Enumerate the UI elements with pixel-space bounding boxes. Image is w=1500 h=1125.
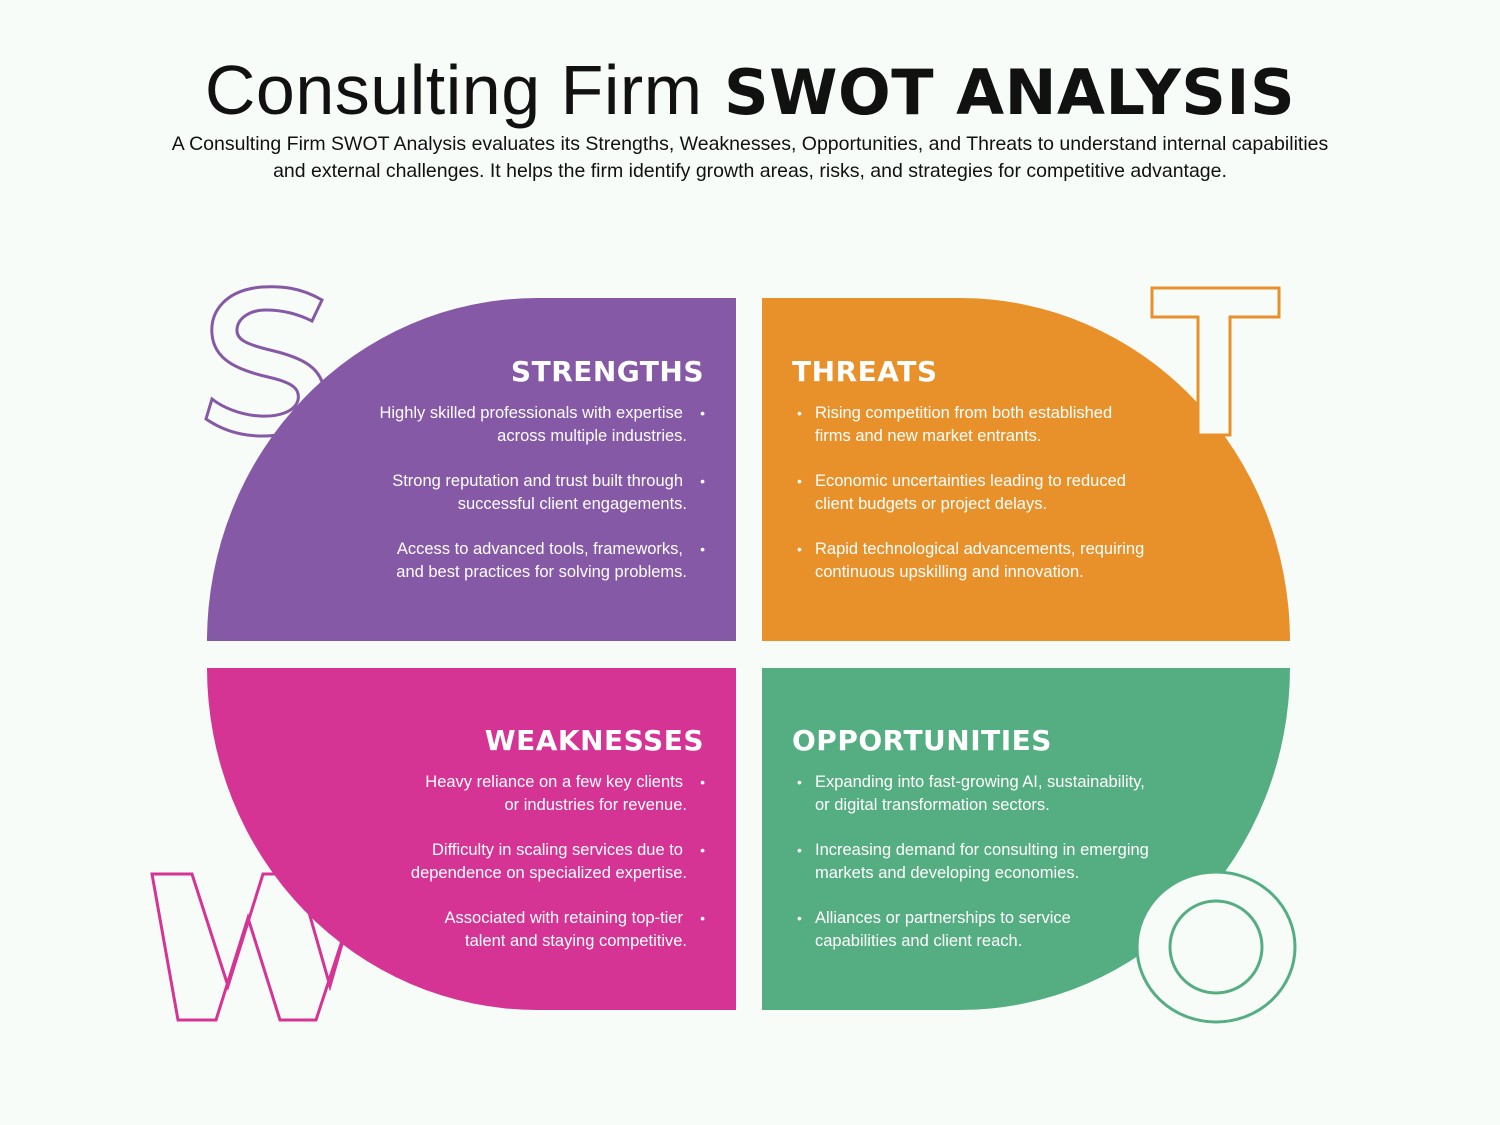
list-item: Alliances or partnerships to servicecapa…: [797, 907, 1149, 953]
list-item: Expanding into fast-growing AI, sustaina…: [797, 771, 1149, 817]
opportunities-heading: OPPORTUNITIES: [792, 724, 1052, 757]
title-bold: SWOT ANALYSIS: [724, 56, 1296, 129]
list-item: Rapid technological advancements, requir…: [797, 538, 1144, 584]
letter-s-outline-icon: [204, 285, 326, 438]
list-item: Rising competition from both established…: [797, 402, 1144, 448]
strengths-heading: STRENGTHS: [510, 355, 704, 388]
list-item: Strong reputation and trust built throug…: [379, 470, 704, 516]
list-item: Economic uncertainties leading to reduce…: [797, 470, 1144, 516]
subtitle-line-1: A Consulting Firm SWOT Analysis evaluate…: [171, 133, 1329, 155]
opportunities-list: Expanding into fast-growing AI, sustaina…: [797, 771, 1149, 975]
opportunities-quadrant: OPPORTUNITIES Expanding into fast-growin…: [762, 668, 1290, 1010]
strengths-list: Highly skilled professionals with expert…: [379, 402, 704, 606]
list-item: Highly skilled professionals with expert…: [379, 402, 704, 448]
letter-t-outline-icon: [1150, 286, 1281, 437]
list-item: Access to advanced tools, frameworks,and…: [379, 538, 704, 584]
list-item: Increasing demand for consulting in emer…: [797, 839, 1149, 885]
page-subtitle: A Consulting Firm SWOT Analysis evaluate…: [120, 131, 1380, 185]
subtitle-line-2: and external challenges. It helps the fi…: [273, 160, 1227, 182]
threats-heading: THREATS: [792, 355, 938, 388]
page-title: Consulting Firm SWOT ANALYSIS: [0, 52, 1500, 131]
letter-o-outline-icon: [1135, 870, 1297, 1024]
title-light: Consulting Firm: [204, 51, 703, 129]
weaknesses-heading: WEAKNESSES: [484, 724, 704, 757]
threats-list: Rising competition from both established…: [797, 402, 1144, 606]
